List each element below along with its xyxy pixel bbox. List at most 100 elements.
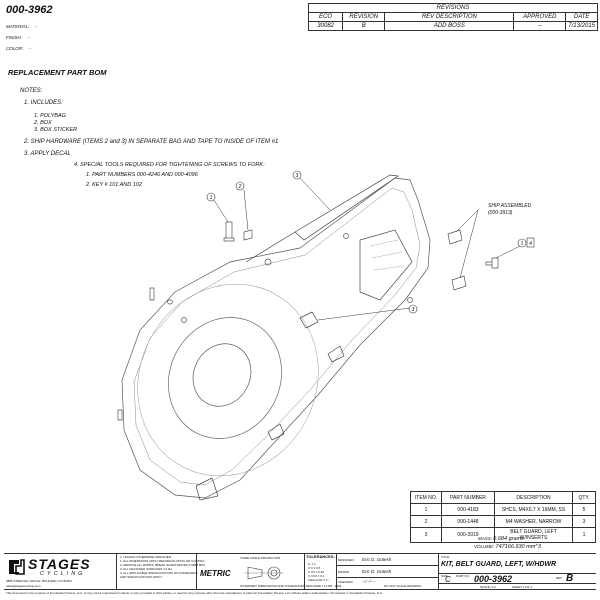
bom-header-row: ITEM NO. PART NUMBER DESCRIPTION QTY.: [410, 491, 596, 504]
callout-2-balloon: [235, 181, 245, 191]
tol-note: 4. ALL APPLICABLE SPECIFICATIONS ON STAN…: [120, 571, 198, 575]
tol-line: ANGULAR ± 1°: [308, 578, 329, 582]
tol-note: 3. ALL MACHINED SURFACES 3.2 Ra: [120, 567, 172, 571]
volume-readout: VOLUME: 747166.930 mm^3: [474, 544, 541, 550]
right-tab: [327, 345, 345, 363]
callout-3-balloon: [292, 170, 302, 180]
note-1: 1. INCLUDES:: [24, 100, 63, 106]
table-row: 30082 B ADD BOSS -- 7/13/2015: [307, 21, 598, 31]
finish-field: FINISH: --: [6, 35, 30, 40]
checked-by: --/--/----: [362, 579, 377, 584]
screw-hole: [181, 317, 187, 323]
washer-left: [167, 299, 173, 305]
tol-line: X.XXX ± 0.1: [308, 574, 325, 578]
screw-hole: [264, 258, 272, 266]
tol-line: X.XX ± 0.25: [308, 570, 324, 574]
material-field: MATERIAL: --: [6, 24, 38, 29]
table-row: 2 000-1448 M4 WASHER, NARROW 3: [410, 515, 596, 528]
table-row: 3 000-3919 BELT GUARD, LEFT W/INSERTS 1: [410, 527, 596, 543]
rev-revision: B: [342, 21, 386, 31]
sheet-label: SHEET 1 OF 1: [512, 585, 532, 589]
ship-assembled-pn: (000-3913): [488, 210, 513, 216]
callout-2: 2: [238, 184, 242, 190]
screw-item-1b: [149, 287, 155, 301]
do-not-scale: DO NOT SCALE DRAWING: [384, 584, 422, 588]
bom-item: 1: [410, 503, 442, 516]
hub-outer: [137, 283, 319, 477]
bom-qty: 3: [572, 515, 596, 528]
bom-item: 3: [410, 527, 442, 543]
callout-1b: 1: [521, 241, 524, 247]
size-value: C: [445, 575, 451, 584]
size-label: SIZE: [441, 574, 448, 578]
volume-value: 747166.930 mm^3: [495, 544, 541, 550]
note-4a: 1. PART NUMBERS 000-4246 AND 000-4096: [86, 172, 198, 178]
callout-1: 1: [210, 195, 213, 201]
checked-label: CHECKED: [338, 580, 353, 584]
hub-inner: [192, 343, 252, 407]
material-value: --: [34, 24, 38, 29]
metric-label: METRIC: [200, 569, 231, 578]
title-label: TITLE:: [441, 555, 451, 559]
note-1b: 2. BOX: [34, 120, 52, 126]
guard-outline: [121, 177, 431, 499]
guard-upper-arm: [359, 229, 413, 301]
note-4: 4. SPECIAL TOOLS REQUIRED FOR TIGHTENING…: [74, 162, 265, 168]
guard-arm-ribs: [369, 239, 405, 271]
tolerance-note-list: 1. ALL DIMENSIONS APPLY BEFORE PLATING O…: [120, 559, 205, 579]
note-2: 2. SHIP HARDWARE (ITEMS 2 and 3) IN SEPA…: [24, 139, 279, 145]
side-tab: [267, 423, 285, 441]
section-title: REPLACEMENT PART BOM: [8, 68, 107, 77]
bom-part: 000-4183: [441, 503, 495, 516]
bottom-tab: [195, 477, 219, 501]
color-label: COLOR:: [6, 46, 24, 51]
projection-icon: [244, 566, 284, 580]
table-row: 1 000-4183 SHCS, M4X0.7 X 16MM, SS 5: [410, 503, 596, 516]
volume-label: VOLUME:: [474, 544, 495, 549]
finish-value: --: [27, 35, 31, 40]
tolerance-list: X. ± 1 X.X ± 0.5 X.XX ± 0.25 X.XXX ± 0.1…: [308, 562, 329, 582]
tolerances-label: TOLERANCES:: [306, 554, 335, 559]
callout-3b-balloon: [408, 304, 418, 314]
ship-assembled-label: SHIP ASSEMBLED: [488, 203, 532, 209]
bom-qty: 5: [572, 503, 596, 516]
tol-note: 2. REMOVE ALL BURRS, BREAK SHARP EDGES 0…: [120, 563, 206, 567]
tol-line: X. ± 1: [308, 562, 316, 566]
drawing-title: KIT, BELT GUARD, LEFT, W/HDWR: [441, 561, 557, 568]
revisions-table: REVISIONS ECO REVISION REV DESCRIPTION A…: [307, 3, 598, 31]
bom-col-qty: QTY.: [572, 491, 596, 504]
note-1a: 1. POLYBAG: [34, 113, 66, 119]
notes-heading: NOTES:: [20, 88, 43, 94]
tol-note: AND SPECIFICATIONS APPLY: [120, 575, 163, 579]
note-1c: 3. BOX STICKER: [34, 127, 78, 133]
callout-4: 4: [529, 241, 532, 247]
rev-date: 7/13/2015: [565, 21, 598, 31]
bom-col-description: DESCRIPTION: [494, 491, 573, 504]
tol-note: 1. ALL DIMENSIONS APPLY BEFORE PLATING O…: [120, 559, 205, 563]
bom-part: 000-3919: [441, 527, 495, 543]
callout-3: 3: [296, 173, 299, 179]
note-4b: 2. KEY # 101 AND 102: [86, 182, 142, 188]
material-label: MATERIAL:: [6, 24, 30, 29]
scale-label: SCALE: 1:2: [480, 585, 496, 589]
screw-item-1: [223, 221, 235, 242]
projection-label: THIRD ANGLE PROJECTION: [240, 556, 281, 560]
boss-pin: [299, 311, 319, 329]
hub-middle: [168, 317, 282, 439]
screw-hole: [407, 297, 413, 303]
bom-item: 2: [410, 515, 442, 528]
part-no-label: PART NO.: [456, 574, 470, 578]
callout-1b-balloon: [517, 238, 527, 248]
callout-1-balloon: [206, 192, 216, 202]
callout-4-box: [526, 237, 535, 248]
footer-disclaimer: This document is the property of Foundat…: [6, 591, 384, 595]
finish-label: FINISH:: [6, 35, 23, 40]
logo-main: STAGES: [28, 556, 91, 572]
rev-label: REV: [556, 576, 563, 580]
rev-value: B: [566, 573, 574, 584]
color-field: COLOR: --: [6, 46, 32, 51]
insert-assembled: [447, 229, 467, 291]
guard-top-rail: [294, 174, 399, 241]
rev-approved: --: [513, 21, 567, 31]
note-3: 3. APPLY DECAL: [24, 151, 71, 157]
